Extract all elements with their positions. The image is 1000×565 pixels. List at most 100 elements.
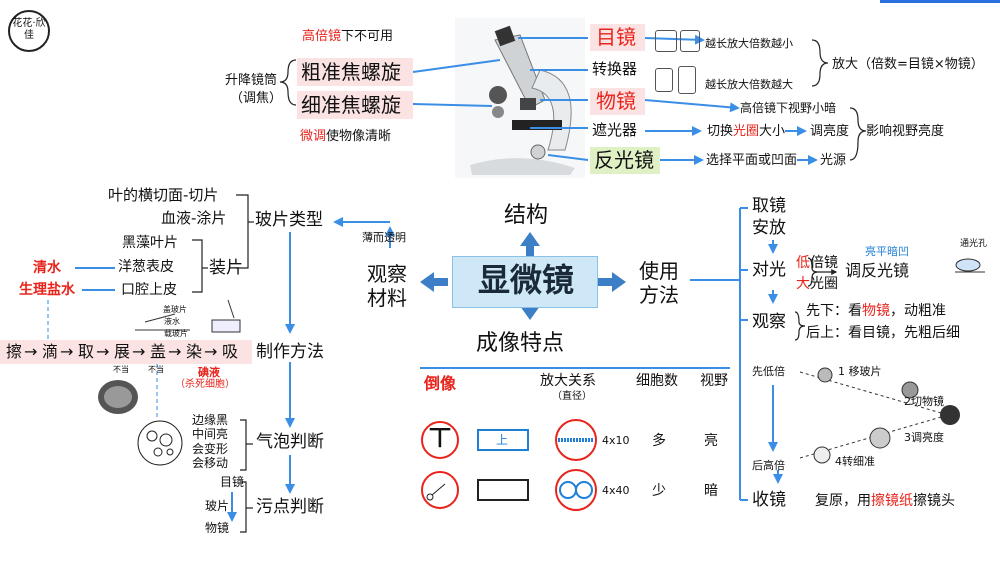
- bubble-desc-1: 边缘黑: [192, 413, 229, 427]
- put-away-label: 收镜: [752, 490, 786, 510]
- bubble-judge-label: 气泡判断: [256, 432, 324, 452]
- cell-sketch-onion: [98, 380, 138, 414]
- restore-text: 复原，用擦镜纸擦镜头: [815, 493, 955, 509]
- window-accent-bar: [880, 0, 1000, 3]
- first-step-text: 先下：看物镜，动粗准: [806, 303, 946, 319]
- step-stain: 染: [186, 342, 203, 361]
- objective-box: [590, 88, 645, 115]
- step-arrow: →: [168, 342, 182, 361]
- low-power-label: 低倍镜: [796, 255, 838, 271]
- coverslip-note: 盖玻片: [163, 305, 187, 314]
- adjust-brightness-text: 调亮度: [810, 124, 850, 139]
- fine-box: [297, 91, 413, 119]
- bright-flat-dark-concave: 亮平暗凹: [865, 245, 909, 258]
- eyepiece-icon: [680, 30, 700, 52]
- usage-step-4: 4转细准: [835, 455, 875, 468]
- coarse-box: [297, 58, 413, 86]
- objective-note: 越长放大倍数越大: [705, 78, 793, 91]
- fine-adjust-note: 微调使物像清晰: [300, 129, 392, 144]
- logo-stamp: 花花·欣佳: [8, 10, 50, 52]
- kill-cells-note: （杀死细胞）: [175, 379, 235, 390]
- bubble-desc-4: 会移动: [192, 456, 229, 470]
- then-high-label: 后高倍: [752, 459, 785, 472]
- magnify-relation-label: 放大关系: [540, 373, 596, 389]
- focus-label: （调焦）: [230, 91, 283, 106]
- pass-hole-label: 通光孔: [960, 239, 988, 249]
- microscope-title: 显微镜: [478, 261, 575, 299]
- choose-mirror-text: 选择平面或凹面: [706, 153, 798, 168]
- observe-label: 观察: [752, 312, 786, 332]
- step-take: 取: [78, 342, 95, 361]
- place-label: 安放: [752, 218, 786, 238]
- lift-tube-label: 升降镜筒: [225, 73, 278, 88]
- stain-judge-label: 污点判断: [256, 497, 324, 517]
- step-arrow: →: [132, 342, 146, 361]
- iodine-label: 碘液: [198, 366, 220, 379]
- objective-icon: [655, 68, 673, 92]
- converter-label: 转换器: [592, 60, 638, 78]
- light-source-text: 光源: [820, 153, 847, 168]
- imaging-figures: [421, 419, 597, 511]
- eyepiece-box: [590, 24, 645, 51]
- step-absorb: 吸: [222, 342, 239, 361]
- bubble-desc-2: 中间亮: [192, 427, 229, 441]
- big-aperture-label: 大光圈: [796, 276, 838, 292]
- imaging-title: 成像特点: [476, 331, 565, 356]
- switch-aperture-text: 切换光圈大小: [707, 124, 786, 139]
- step-cover: 盖: [150, 342, 167, 361]
- eyepiece-icon: [655, 30, 677, 52]
- usage-step-3: 3调亮度: [904, 431, 944, 444]
- microscope-illustration: [455, 18, 585, 178]
- improper-note-1: 不当: [113, 365, 129, 374]
- many-cells: 多: [652, 433, 666, 449]
- adjust-mirror-label: 调反光镜: [845, 261, 910, 280]
- step-drop: 滴: [42, 342, 59, 361]
- fine-focus-knob-label: 细准焦螺旋: [301, 93, 401, 117]
- few-cells: 少: [652, 483, 666, 499]
- structure-title: 结构: [504, 203, 549, 228]
- diaphragm-label: 遮光器: [592, 121, 638, 139]
- then-step-text: 后上：看目镜，先粗后细: [806, 325, 960, 341]
- observe-material-title: 观察材料: [367, 262, 407, 310]
- stain-item-objective: 物镜: [205, 521, 230, 535]
- transparent-note: 薄而透明: [362, 231, 406, 244]
- objective-label: 物镜: [596, 89, 636, 113]
- saline-label: 生理盐水: [19, 282, 75, 298]
- mirror-label: 反光镜: [594, 148, 654, 172]
- magnification-4x40: 4x40: [602, 484, 630, 497]
- first-low-label: 先低倍: [752, 365, 785, 378]
- bubble-desc-3: 会变形: [192, 442, 229, 456]
- center-box: [452, 256, 598, 308]
- diameter-note: （直径）: [552, 391, 592, 402]
- objective-icon: [678, 66, 696, 94]
- water-label: 清水: [33, 260, 61, 276]
- take-label: 取镜: [752, 196, 786, 216]
- magnification-4x10: 4x10: [602, 434, 630, 447]
- blood-smear-label: 血液-涂片: [161, 209, 227, 227]
- inverted-char: 丅: [429, 426, 452, 451]
- slide-note: 载玻片: [164, 329, 188, 338]
- high-power-note: 高倍镜下不可用: [302, 29, 394, 44]
- cell-sketch-bubbles: [137, 420, 183, 466]
- water-drop-note: 液水: [164, 317, 180, 326]
- bright-view: 亮: [704, 433, 718, 449]
- stain-item-eyepiece: 目镜: [220, 475, 245, 489]
- cheek-label: 口腔上皮: [121, 282, 177, 298]
- usage-title: 使用方法: [639, 259, 679, 307]
- usage-step-1: 1 移玻片: [838, 365, 882, 378]
- objective-dots: [813, 367, 960, 464]
- magnification-formula: 放大（倍数=目镜×物镜）: [832, 57, 984, 72]
- align-label: 对光: [752, 260, 786, 280]
- slide-types-label: 玻片类型: [255, 210, 323, 230]
- method-label: 制作方法: [256, 342, 324, 362]
- usage-step-2: 2切物镜: [904, 395, 944, 408]
- step-arrow: →: [96, 342, 110, 361]
- stain-item-slide: 玻片: [205, 499, 230, 513]
- step-arrow: →: [60, 342, 74, 361]
- mirror-box: [590, 147, 660, 174]
- step-arrow: →: [24, 342, 38, 361]
- hydrilla-label: 黑藻叶片: [122, 235, 178, 251]
- step-spread: 展: [114, 342, 131, 361]
